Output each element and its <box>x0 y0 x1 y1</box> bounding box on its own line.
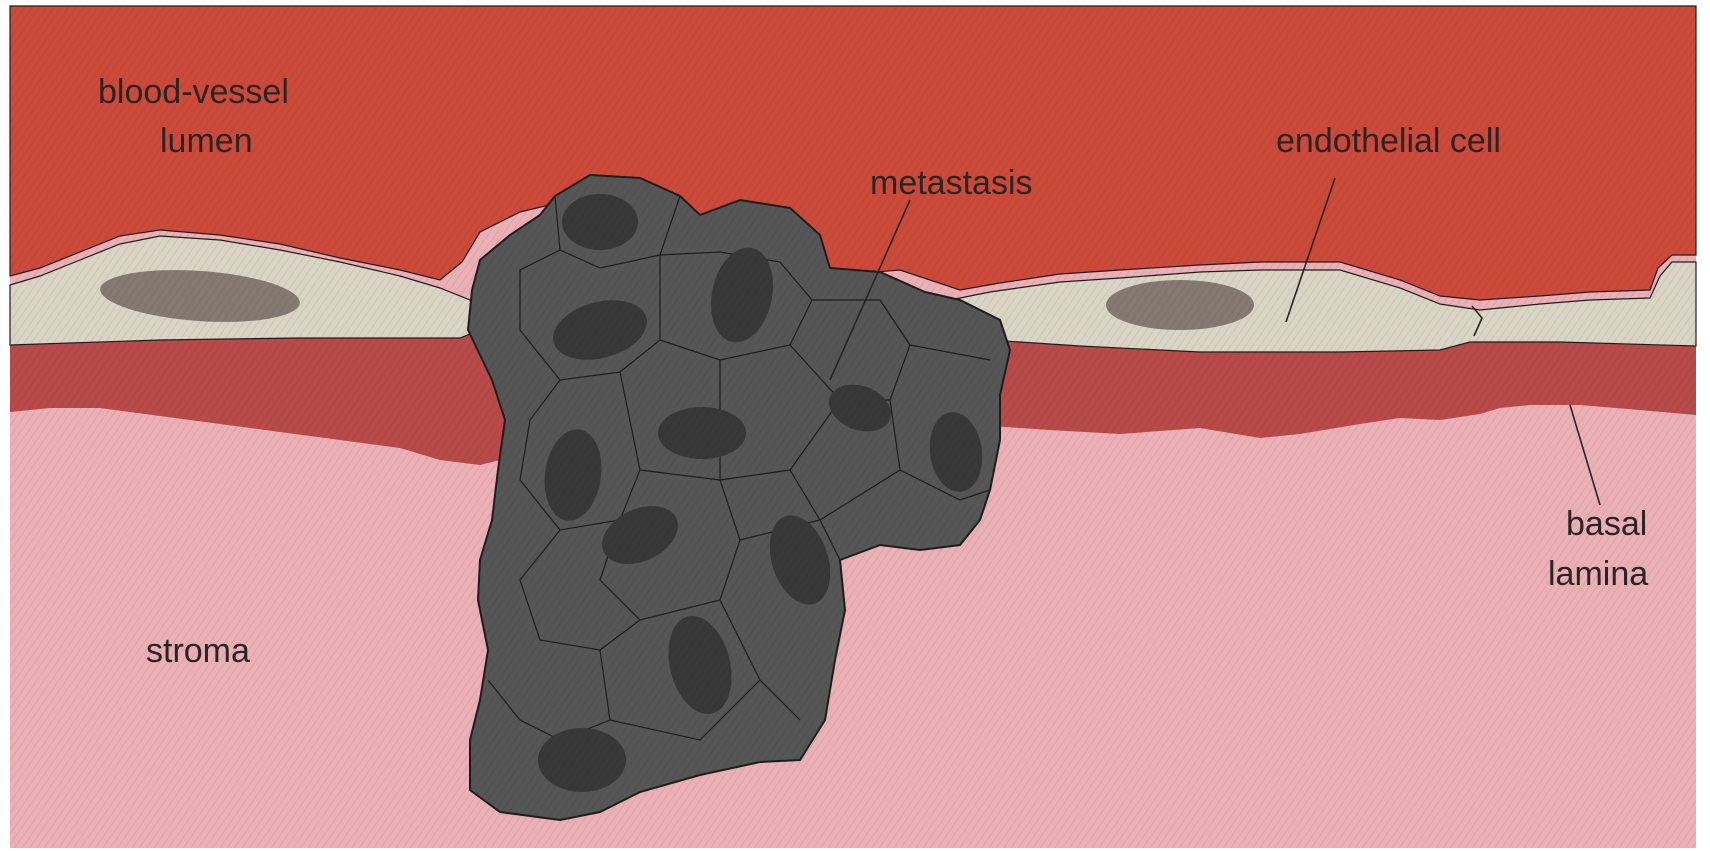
label-basal-line1: basal <box>1566 505 1647 543</box>
label-blood-vessel-line1: blood-vessel <box>98 73 289 111</box>
label-endothelial-cell: endothelial cell <box>1276 122 1501 160</box>
label-lumen-line2: lumen <box>160 122 253 160</box>
label-lamina-line2: lamina <box>1548 555 1648 593</box>
label-stroma: stroma <box>146 632 250 670</box>
label-metastasis: metastasis <box>870 164 1033 202</box>
